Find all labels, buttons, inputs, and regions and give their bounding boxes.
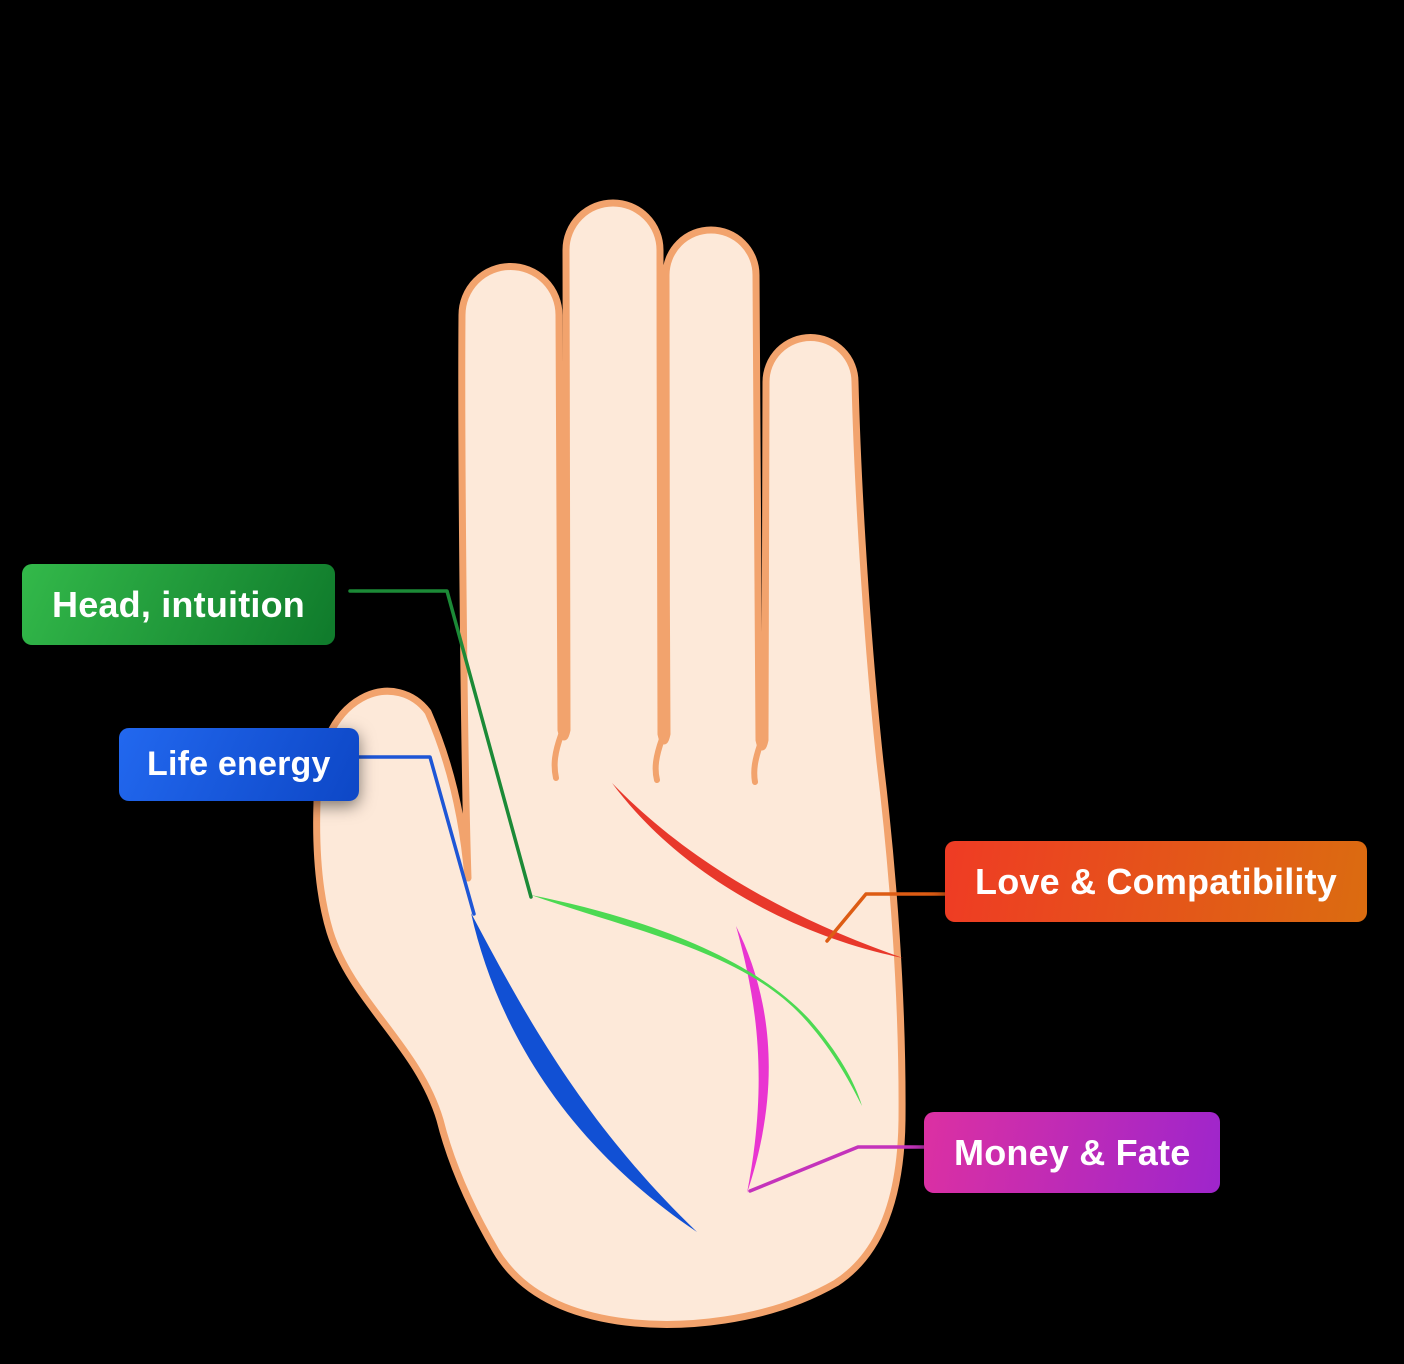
web-crease-ring-pinky xyxy=(751,742,763,785)
love-compatibility-label: Love & Compatibility xyxy=(945,841,1368,923)
life-leader-line xyxy=(338,755,476,916)
money-fate-label: Money & Fate xyxy=(924,1112,1221,1194)
head-intuition-label: Head, intuition xyxy=(22,564,335,646)
fate-line xyxy=(736,926,769,1193)
web-crease-index-middle xyxy=(551,732,564,781)
money-fate-label-text: Money & Fate xyxy=(954,1132,1191,1173)
head-intuition-label-text: Head, intuition xyxy=(52,584,305,625)
head-leader-line xyxy=(348,589,533,899)
life-energy-label: Life energy xyxy=(119,728,359,801)
web-crease-middle-ring xyxy=(652,736,665,783)
life-energy-label-text: Life energy xyxy=(147,745,331,783)
love-compatibility-label-text: Love & Compatibility xyxy=(975,861,1338,902)
